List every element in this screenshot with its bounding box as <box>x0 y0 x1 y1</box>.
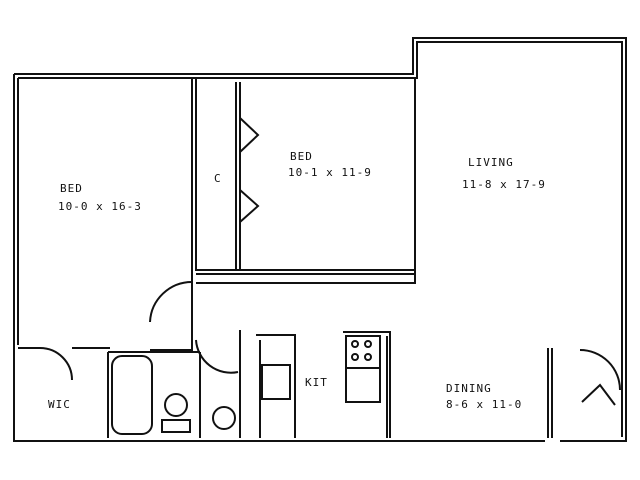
room-dims-living: 11-8 x 17-9 <box>462 178 546 191</box>
room-dims-bed-2: 10-1 x 11-9 <box>288 166 372 179</box>
stove <box>345 335 381 369</box>
entry-door-swing <box>579 349 621 391</box>
burner <box>364 353 372 361</box>
toilet-tank <box>161 419 191 433</box>
toilet <box>164 393 188 417</box>
walls <box>13 37 627 442</box>
entry-wall <box>547 348 553 438</box>
burner <box>351 353 359 361</box>
sink <box>212 406 236 430</box>
kitchen-sink <box>345 367 381 403</box>
kitchen-walls <box>239 330 296 438</box>
burner <box>364 340 372 348</box>
burner <box>351 340 359 348</box>
door-swing <box>195 339 239 374</box>
room-name-closet: C <box>214 172 222 185</box>
closet-wall <box>235 82 241 270</box>
outer-wall-left-bottom <box>13 74 545 442</box>
door-swing <box>149 280 193 323</box>
room-name-bed-2: BED <box>290 150 313 163</box>
refrigerator <box>261 364 291 400</box>
room-dims-bed-1: 10-0 x 16-3 <box>58 200 142 213</box>
room-name-bed-1: BED <box>60 182 83 195</box>
hall-wall <box>196 80 416 284</box>
outer-wall <box>14 37 627 442</box>
door-swing <box>39 347 73 381</box>
bedroom-walls <box>191 78 416 283</box>
bedroom1-bottom-wall <box>18 283 193 351</box>
room-name-kitchen: KIT <box>305 376 328 389</box>
kitchen-counter <box>343 331 391 438</box>
coat-closet-door <box>581 383 616 406</box>
outer-wall-inner <box>18 41 623 437</box>
bifold-door <box>239 117 260 223</box>
room-name-wic: WIC <box>48 398 71 411</box>
room-name-living: LIVING <box>468 156 514 169</box>
room-name-dining: DINING <box>446 382 492 395</box>
bath-walls <box>107 351 201 438</box>
bathtub <box>111 355 153 435</box>
room-dims-dining: 8-6 x 11-0 <box>446 398 523 411</box>
